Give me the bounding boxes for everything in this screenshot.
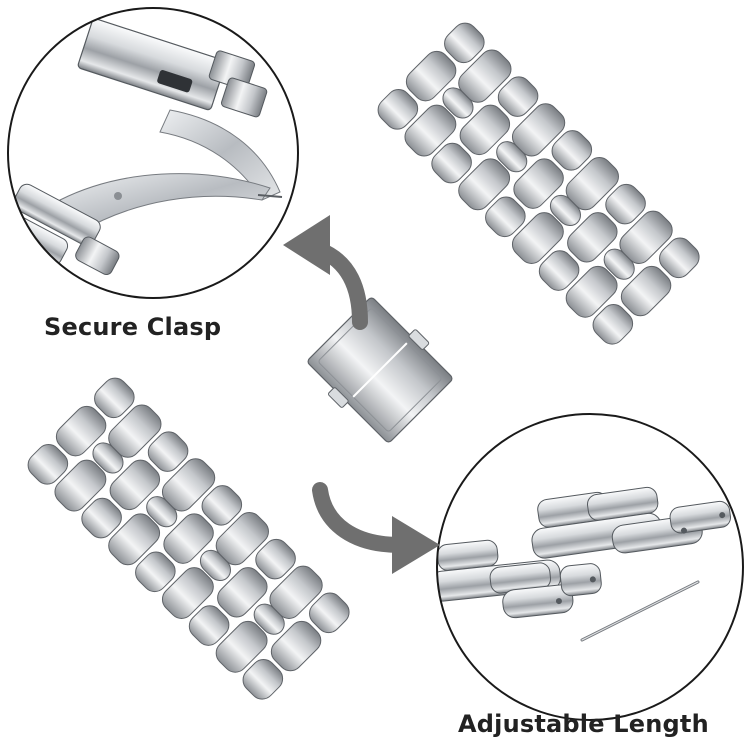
- length-callout-border: [436, 413, 744, 721]
- band-link: [309, 592, 350, 634]
- length-arrow: [312, 482, 440, 574]
- band-link: [269, 565, 323, 619]
- secure-clasp-caption: Secure Clasp: [44, 313, 222, 341]
- band-link: [511, 212, 564, 264]
- band-link: [459, 104, 511, 156]
- band-link: [565, 156, 619, 211]
- band-link: [511, 103, 566, 157]
- links-detail-callout: [436, 413, 744, 721]
- band-link: [485, 196, 526, 238]
- band-link: [217, 567, 268, 618]
- band-link: [551, 130, 593, 171]
- band-link: [147, 431, 189, 472]
- band-link: [567, 212, 618, 263]
- band-link: [94, 377, 135, 419]
- band-link: [242, 659, 284, 700]
- band-link: [163, 513, 214, 564]
- band-link: [619, 210, 673, 264]
- band-link: [55, 405, 107, 457]
- band-link: [255, 538, 296, 580]
- band-link: [135, 551, 176, 593]
- band-link: [405, 50, 457, 102]
- band-link: [513, 158, 564, 209]
- band-link: [81, 497, 122, 539]
- band-link: [497, 76, 539, 117]
- watch-band: [27, 22, 700, 700]
- band-link: [108, 513, 161, 566]
- band-link: [201, 485, 243, 526]
- band-link: [431, 142, 472, 184]
- band-link: [27, 444, 69, 485]
- band-link: [54, 459, 107, 512]
- band-link: [659, 237, 700, 279]
- clasp-arrow: [283, 215, 368, 330]
- band-link: [538, 250, 580, 291]
- band-link: [458, 158, 511, 211]
- clasp-buckle: [307, 297, 453, 443]
- band-link: [215, 620, 268, 673]
- band-link: [620, 265, 672, 317]
- band-link: [161, 458, 216, 512]
- clasp-callout-border: [7, 7, 299, 299]
- band-link: [605, 183, 646, 225]
- band-link: [109, 459, 161, 511]
- band-link: [161, 567, 214, 619]
- band-link: [565, 265, 618, 318]
- band-link: [458, 49, 512, 103]
- band-link: [188, 605, 230, 646]
- adjustable-length-caption: Adjustable Length: [458, 710, 709, 738]
- band-link: [592, 304, 634, 345]
- band-link: [377, 89, 419, 130]
- clasp-detail-callout: [7, 7, 299, 299]
- band-link: [108, 404, 162, 458]
- band-link: [444, 22, 485, 64]
- band-link: [404, 104, 457, 157]
- band-link: [215, 511, 269, 566]
- band-link: [270, 620, 322, 672]
